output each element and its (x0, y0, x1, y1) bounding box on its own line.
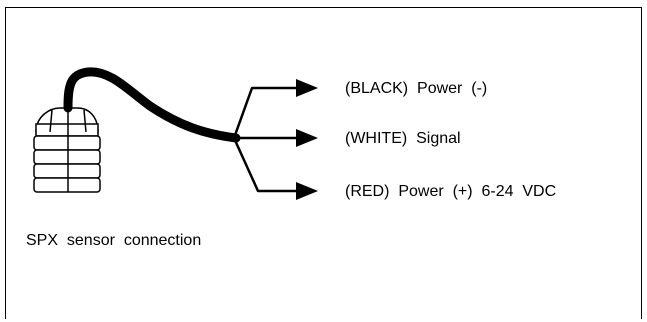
sensor-connector-icon (33, 107, 101, 193)
arrow-black-wire (296, 79, 318, 97)
arrow-white-wire (296, 129, 318, 147)
diagram-frame (5, 7, 642, 319)
wire-branches (232, 86, 302, 193)
label-black-wire: (BLACK) Power (-) (345, 80, 488, 97)
label-white-wire: (WHITE) Signal (345, 130, 461, 147)
label-red-wire: (RED) Power (+) 6-24 VDC (345, 183, 557, 200)
sensor-cable (63, 67, 241, 143)
arrow-red-wire (296, 182, 318, 200)
diagram-caption: SPX sensor connection (26, 232, 202, 249)
wire-arrowheads (296, 79, 318, 200)
